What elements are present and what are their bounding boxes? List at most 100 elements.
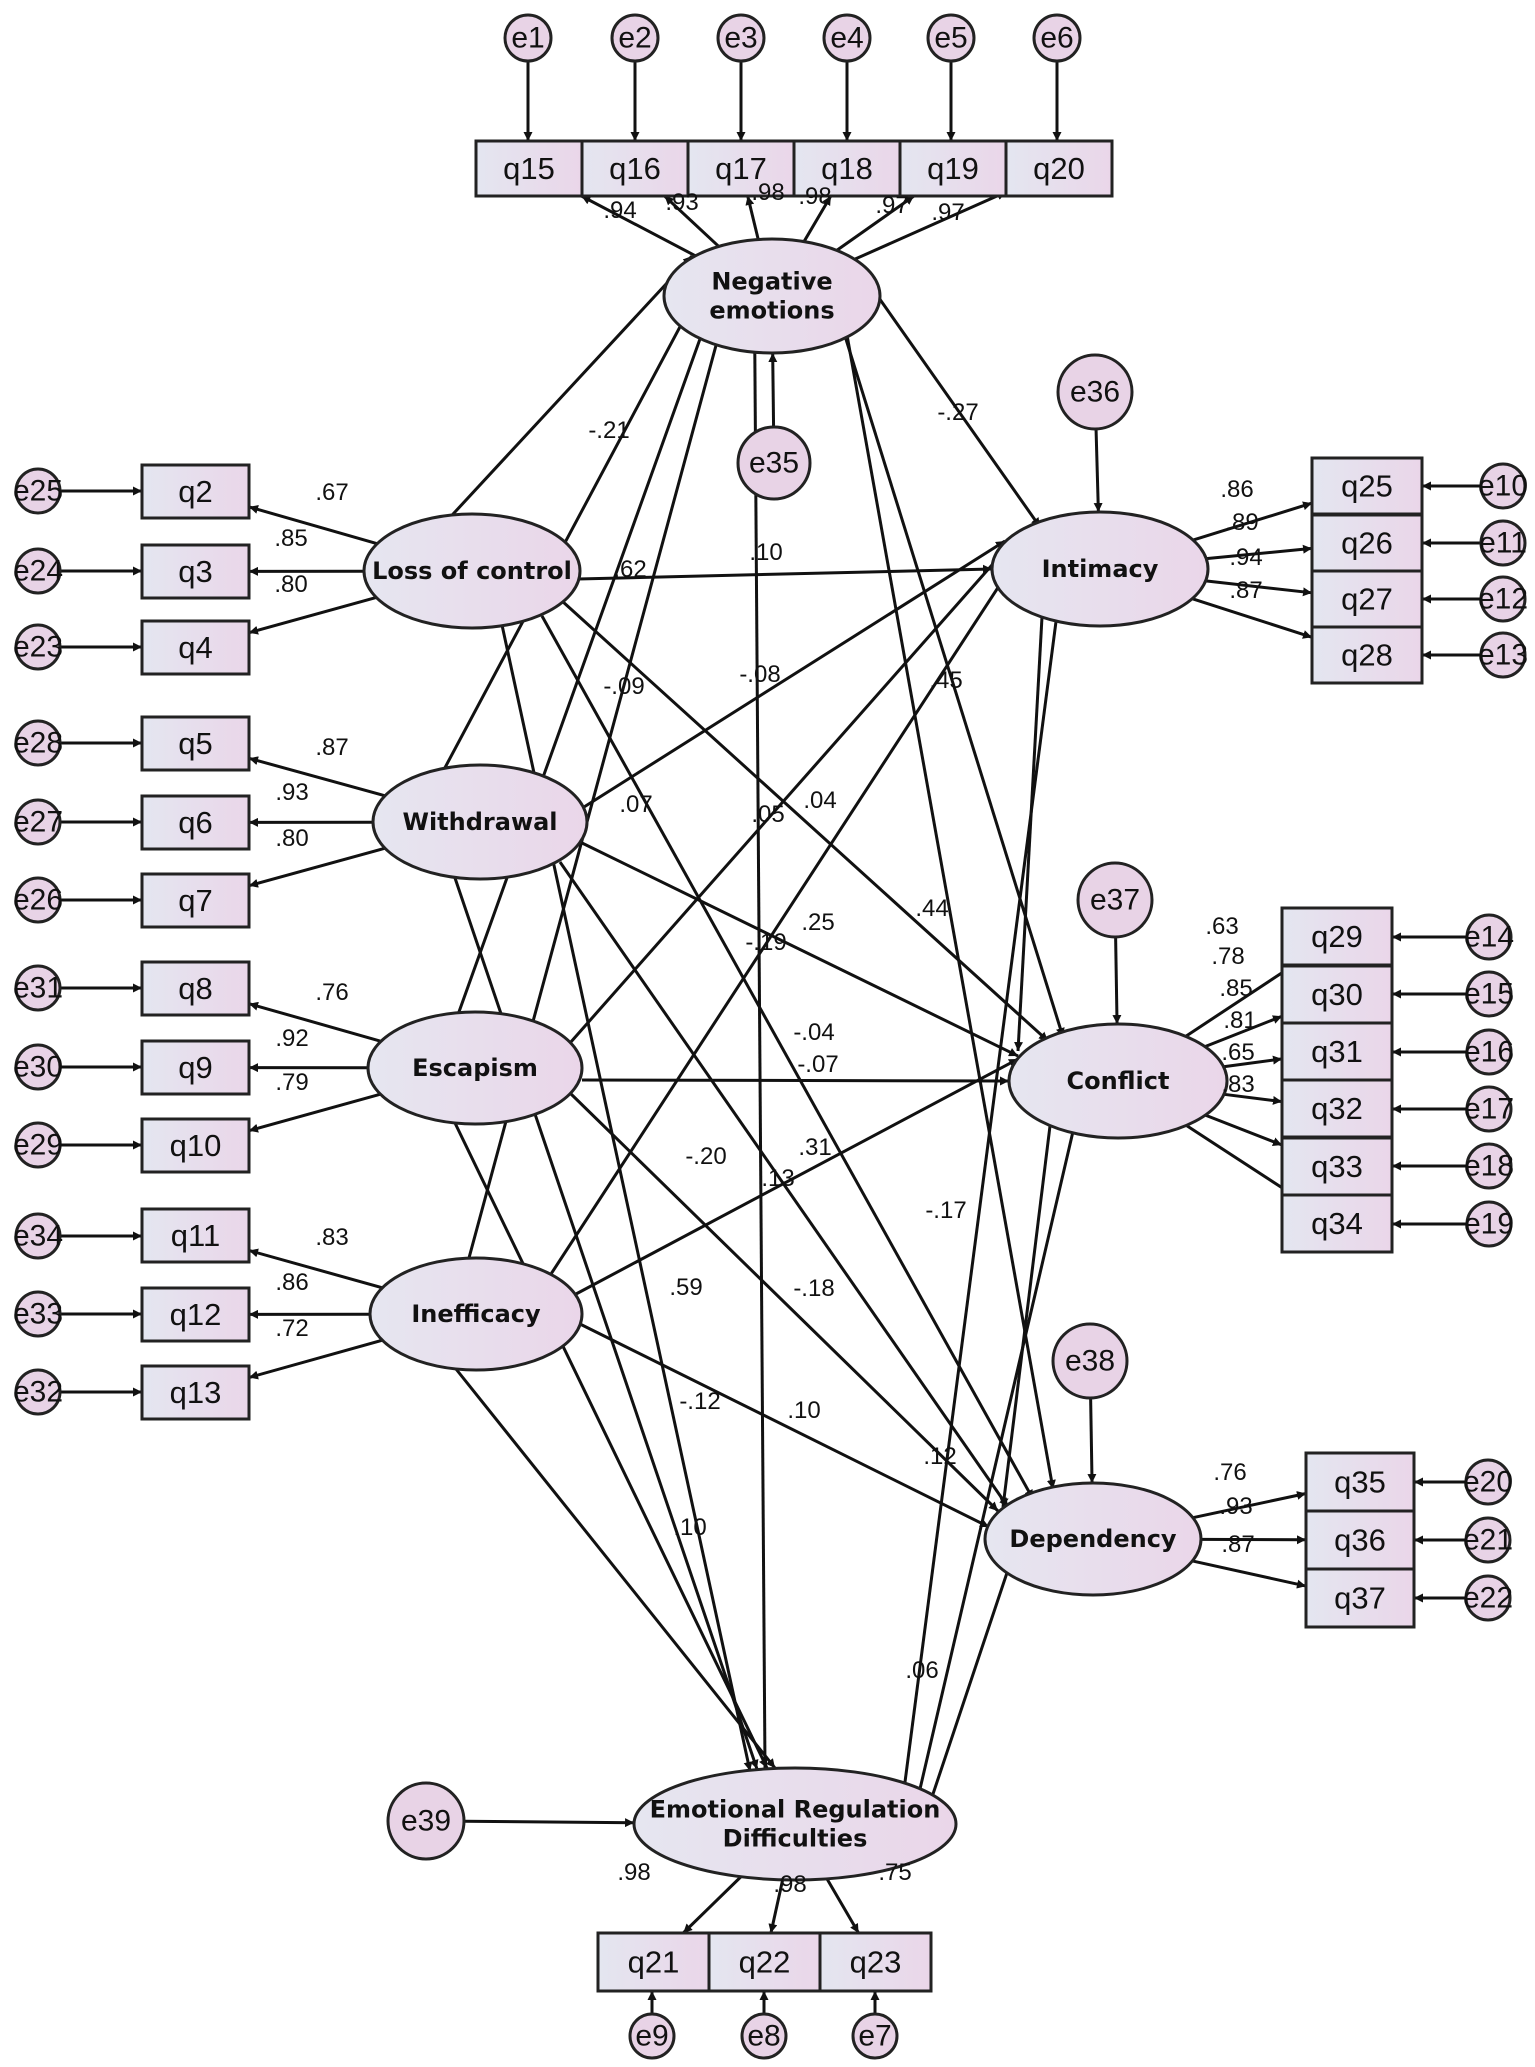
latent-conflict[interactable]: Conflict <box>1007 1022 1229 1140</box>
error-e17[interactable]: e17 <box>1464 1085 1514 1133</box>
indicator-q34[interactable]: q34 <box>1280 1193 1394 1254</box>
error-e37[interactable]: e37 <box>1076 861 1154 939</box>
latent-intimacy[interactable]: Intimacy <box>990 510 1210 628</box>
error-e38[interactable]: e38 <box>1051 1322 1129 1400</box>
indicator-q10[interactable]: q10 <box>140 1117 251 1174</box>
error-e10[interactable]: e10 <box>1478 462 1528 510</box>
indicator-q7[interactable]: q7 <box>140 872 251 929</box>
error-e6[interactable]: e6 <box>1032 13 1082 63</box>
indicator-q9[interactable]: q9 <box>140 1039 251 1096</box>
loading-arrow-q20 <box>854 190 1007 261</box>
indicator-q31[interactable]: q31 <box>1280 1021 1394 1082</box>
error-e36[interactable]: e36 <box>1056 353 1134 431</box>
error-e14[interactable]: e14 <box>1464 913 1514 961</box>
path-value-loss_erd: .62 <box>613 556 646 583</box>
indicator-q13[interactable]: q13 <box>140 1364 251 1421</box>
indicator-q29[interactable]: q29 <box>1280 906 1394 967</box>
indicator-label-q28: q28 <box>1341 638 1393 673</box>
error-e16[interactable]: e16 <box>1464 1028 1514 1076</box>
indicator-q30[interactable]: q30 <box>1280 964 1394 1025</box>
indicator-q3[interactable]: q3 <box>140 543 251 600</box>
loading-value-q2: .67 <box>315 479 348 506</box>
indicator-q12[interactable]: q12 <box>140 1286 251 1343</box>
path-escapism-negative <box>453 243 736 1024</box>
error-label-e39: e39 <box>401 1805 451 1838</box>
error-e18[interactable]: e18 <box>1464 1142 1514 1190</box>
loading-value-q19: .97 <box>875 192 908 219</box>
error-e27[interactable]: e27 <box>13 798 63 846</box>
error-circle-e8 <box>740 2012 788 2060</box>
error-e30[interactable]: e30 <box>13 1043 63 1091</box>
loading-value-q5: .87 <box>315 734 348 761</box>
indicator-q19[interactable]: q19 <box>898 139 1008 198</box>
indicator-q20[interactable]: q20 <box>1004 139 1114 198</box>
indicator-q16[interactable]: q16 <box>580 139 690 198</box>
latent-withdrawal[interactable]: Withdrawal <box>371 763 589 881</box>
error-e1[interactable]: e1 <box>503 13 553 63</box>
latent-dependency[interactable]: Dependency <box>983 1481 1203 1597</box>
error-e7[interactable]: e7 <box>851 2012 899 2060</box>
error-e31[interactable]: e31 <box>13 964 63 1012</box>
error-e19[interactable]: e19 <box>1464 1200 1514 1248</box>
indicator-q36[interactable]: q36 <box>1304 1509 1416 1571</box>
error-e24[interactable]: e24 <box>13 547 63 595</box>
indicator-q32[interactable]: q32 <box>1280 1078 1394 1139</box>
error-e3[interactable]: e3 <box>716 13 766 63</box>
latent-label-erd: Emotional Regulation <box>650 1796 941 1824</box>
indicator-q2[interactable]: q2 <box>140 463 251 520</box>
indicator-q8[interactable]: q8 <box>140 960 251 1017</box>
latent-loss[interactable]: Loss of control <box>362 512 582 630</box>
indicator-q28[interactable]: q28 <box>1310 625 1424 685</box>
latent-escapism[interactable]: Escapism <box>366 1010 584 1126</box>
error-e21[interactable]: e21 <box>1463 1516 1513 1564</box>
indicator-q35[interactable]: q35 <box>1304 1451 1416 1513</box>
error-e20[interactable]: e20 <box>1463 1458 1513 1506</box>
indicator-q33[interactable]: q33 <box>1280 1136 1394 1197</box>
residual-arrow-e35 <box>768 352 778 428</box>
indicator-q37[interactable]: q37 <box>1304 1567 1416 1629</box>
indicator-q27[interactable]: q27 <box>1310 569 1424 629</box>
error-circle-e36 <box>1056 353 1134 431</box>
error-e9[interactable]: e9 <box>628 2012 676 2060</box>
error-e4[interactable]: e4 <box>822 13 872 63</box>
error-e26[interactable]: e26 <box>13 876 63 924</box>
indicator-q25[interactable]: q25 <box>1310 456 1424 516</box>
indicator-q15[interactable]: q15 <box>474 139 584 198</box>
error-e23[interactable]: e23 <box>13 623 63 671</box>
error-e28[interactable]: e28 <box>13 719 63 767</box>
indicator-q23[interactable]: q23 <box>818 1931 933 1993</box>
error-e2[interactable]: e2 <box>610 13 660 63</box>
error-e12[interactable]: e12 <box>1478 575 1528 623</box>
error-e13[interactable]: e13 <box>1478 631 1528 679</box>
error-circle-e12 <box>1479 575 1527 623</box>
error-e8[interactable]: e8 <box>740 2012 788 2060</box>
error-e35[interactable]: e35 <box>736 425 812 501</box>
error-e15[interactable]: e15 <box>1464 970 1514 1018</box>
indicator-q22[interactable]: q22 <box>707 1931 822 1993</box>
error-e32[interactable]: e32 <box>13 1368 63 1416</box>
loading-arrow-q16 <box>663 194 720 248</box>
error-e39[interactable]: e39 <box>386 1781 466 1861</box>
indicator-q4[interactable]: q4 <box>140 619 251 676</box>
indicator-q11[interactable]: q11 <box>140 1207 251 1264</box>
error-label-e5: e5 <box>934 22 967 55</box>
indicator-q5[interactable]: q5 <box>140 715 251 772</box>
error-e25[interactable]: e25 <box>13 467 63 515</box>
error-e22[interactable]: e22 <box>1463 1574 1513 1622</box>
indicator-box-q12 <box>140 1286 251 1343</box>
error-e34[interactable]: e34 <box>13 1212 63 1260</box>
error-e33[interactable]: e33 <box>13 1290 63 1338</box>
latent-ellipse-escapism <box>366 1010 584 1126</box>
error-e11[interactable]: e11 <box>1479 519 1527 567</box>
loading-arrow-q31 <box>1223 1055 1283 1069</box>
indicator-q21[interactable]: q21 <box>596 1931 711 1993</box>
error-e5[interactable]: e5 <box>926 13 976 63</box>
indicator-q6[interactable]: q6 <box>140 794 251 851</box>
path-withdrawal-negative <box>438 247 724 778</box>
error-label-e13: e13 <box>1478 639 1528 672</box>
error-e29[interactable]: e29 <box>13 1121 63 1169</box>
latent-inefficacy[interactable]: Inefficacy <box>368 1256 584 1372</box>
indicator-q26[interactable]: q26 <box>1310 513 1424 573</box>
